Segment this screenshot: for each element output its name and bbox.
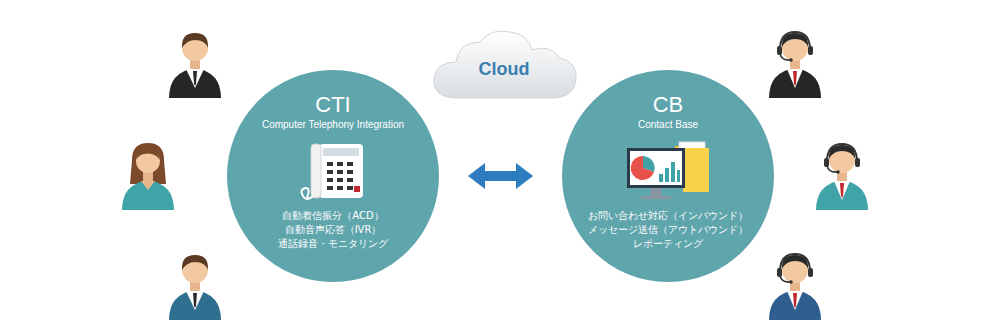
operator-icon	[816, 144, 868, 210]
operator-icon	[769, 254, 821, 320]
cloud-label: Cloud	[479, 49, 530, 80]
phone-icon	[293, 140, 373, 204]
customer-icon	[122, 143, 174, 210]
feature-item: レポーティング	[633, 237, 703, 251]
double-arrow	[468, 163, 533, 189]
feature-item: 通話録音・モニタリング	[278, 237, 388, 251]
feature-item: 自動着信振分（ACD）	[282, 209, 383, 223]
cloud-shape: Cloud	[428, 26, 580, 102]
operator-icon	[769, 32, 821, 98]
feature-item: メッセージ送信（アウトバウンド）	[588, 223, 748, 237]
cti-circle: CTIComputer Telephony Integration 自動着信振分（…	[227, 70, 439, 282]
customer-icon	[169, 33, 221, 98]
system-title: CTI	[315, 92, 350, 118]
report-icon	[623, 140, 713, 204]
system-subtitle: Contact Base	[638, 118, 698, 131]
feature-item: お問い合わせ対応（インバウンド）	[588, 209, 748, 223]
cb-circle: CBContact Base お問い合わせ対応（インバウンド）メッセージ送信（アウ…	[562, 70, 774, 282]
system-subtitle: Computer Telephony Integration	[262, 118, 404, 131]
customer-icon	[169, 255, 221, 320]
feature-item: 自動音声応答（IVR）	[285, 223, 382, 237]
system-title: CB	[653, 92, 684, 118]
